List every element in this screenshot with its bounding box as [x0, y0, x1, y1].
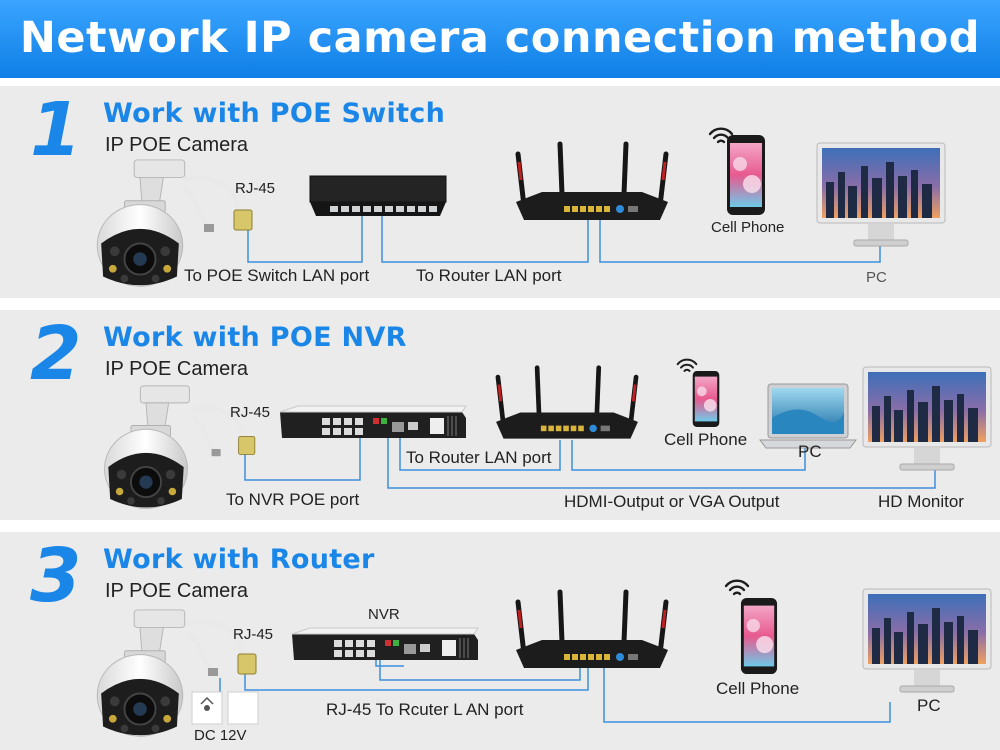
ptz-camera-icon: [90, 608, 190, 744]
panel-subtitle-1: IP POE Camera: [105, 134, 249, 156]
nvr-port-label: To NVR POE port: [226, 490, 360, 509]
router-port-label-1: To Router LAN port: [416, 266, 562, 285]
ptz-camera-icon: [90, 158, 190, 294]
panel-subtitle-3: IP POE Camera: [105, 580, 249, 602]
panel-poe-nvr: 2 Work with POE NVR IP POE Camera RJ-45 …: [0, 310, 1000, 520]
cell-phone-label-2: Cell Phone: [664, 430, 748, 449]
step-number-2: 2: [30, 311, 82, 397]
rj45-label-1: RJ-45: [235, 180, 276, 197]
pc-label-3: PC: [917, 696, 941, 715]
cell-phone-label-1: Cell Phone: [711, 219, 785, 236]
page-title: Network IP camera connection method: [19, 13, 981, 63]
poe-switch-icon: [308, 172, 448, 222]
nvr-label: NVR: [368, 606, 400, 623]
connection-lines-1: [247, 214, 881, 263]
pc-monitor-icon: [862, 588, 992, 698]
router-port-label-3: RJ-45 To Rcuter L AN port: [326, 700, 524, 719]
pc-label-1: PC: [866, 269, 887, 286]
hd-monitor-label: HD Monitor: [878, 492, 964, 511]
step-number-1: 1: [30, 87, 82, 173]
output-label: HDMI-Output or VGA Output: [564, 492, 780, 511]
smartphone-icon: [692, 370, 720, 428]
router-icon: [492, 364, 642, 448]
panel-title-1: Work with POE Switch: [103, 98, 446, 129]
panel-subtitle-2: IP POE Camera: [105, 358, 249, 380]
panel-title-3: Work with Router: [103, 544, 375, 575]
hd-monitor-icon: [862, 366, 992, 476]
rj45-label-3: RJ-45: [233, 626, 274, 643]
router-icon: [512, 140, 672, 230]
header-bar: Network IP camera connection method: [0, 0, 1000, 78]
pc-label-2: PC: [798, 442, 822, 461]
router-icon: [512, 588, 672, 678]
nvr-icon: [278, 404, 468, 444]
panel-router: 3 Work with Router IP POE Camera RJ-45 N…: [0, 532, 1000, 750]
step-number-3: 3: [30, 533, 82, 619]
panel-poe-switch: 1 Work with POE Switch IP POE Camera RJ-…: [0, 86, 1000, 298]
pc-monitor-icon: [816, 142, 946, 252]
smartphone-icon: [726, 134, 766, 216]
dc-label: DC 12V: [194, 727, 247, 744]
panel-title-2: Work with POE NVR: [103, 322, 407, 353]
connection-lines-2: [244, 432, 936, 489]
rj45-label-2: RJ-45: [230, 404, 271, 421]
nvr-icon: [290, 626, 480, 666]
router-port-label-2: To Router LAN port: [406, 448, 552, 467]
connection-lines-3: [219, 650, 891, 723]
cell-phone-label-3: Cell Phone: [716, 679, 800, 698]
smartphone-icon: [740, 596, 778, 676]
ptz-camera-icon: [96, 384, 196, 516]
switch-port-label: To POE Switch LAN port: [184, 266, 370, 285]
power-adapter-icon: [190, 690, 260, 726]
